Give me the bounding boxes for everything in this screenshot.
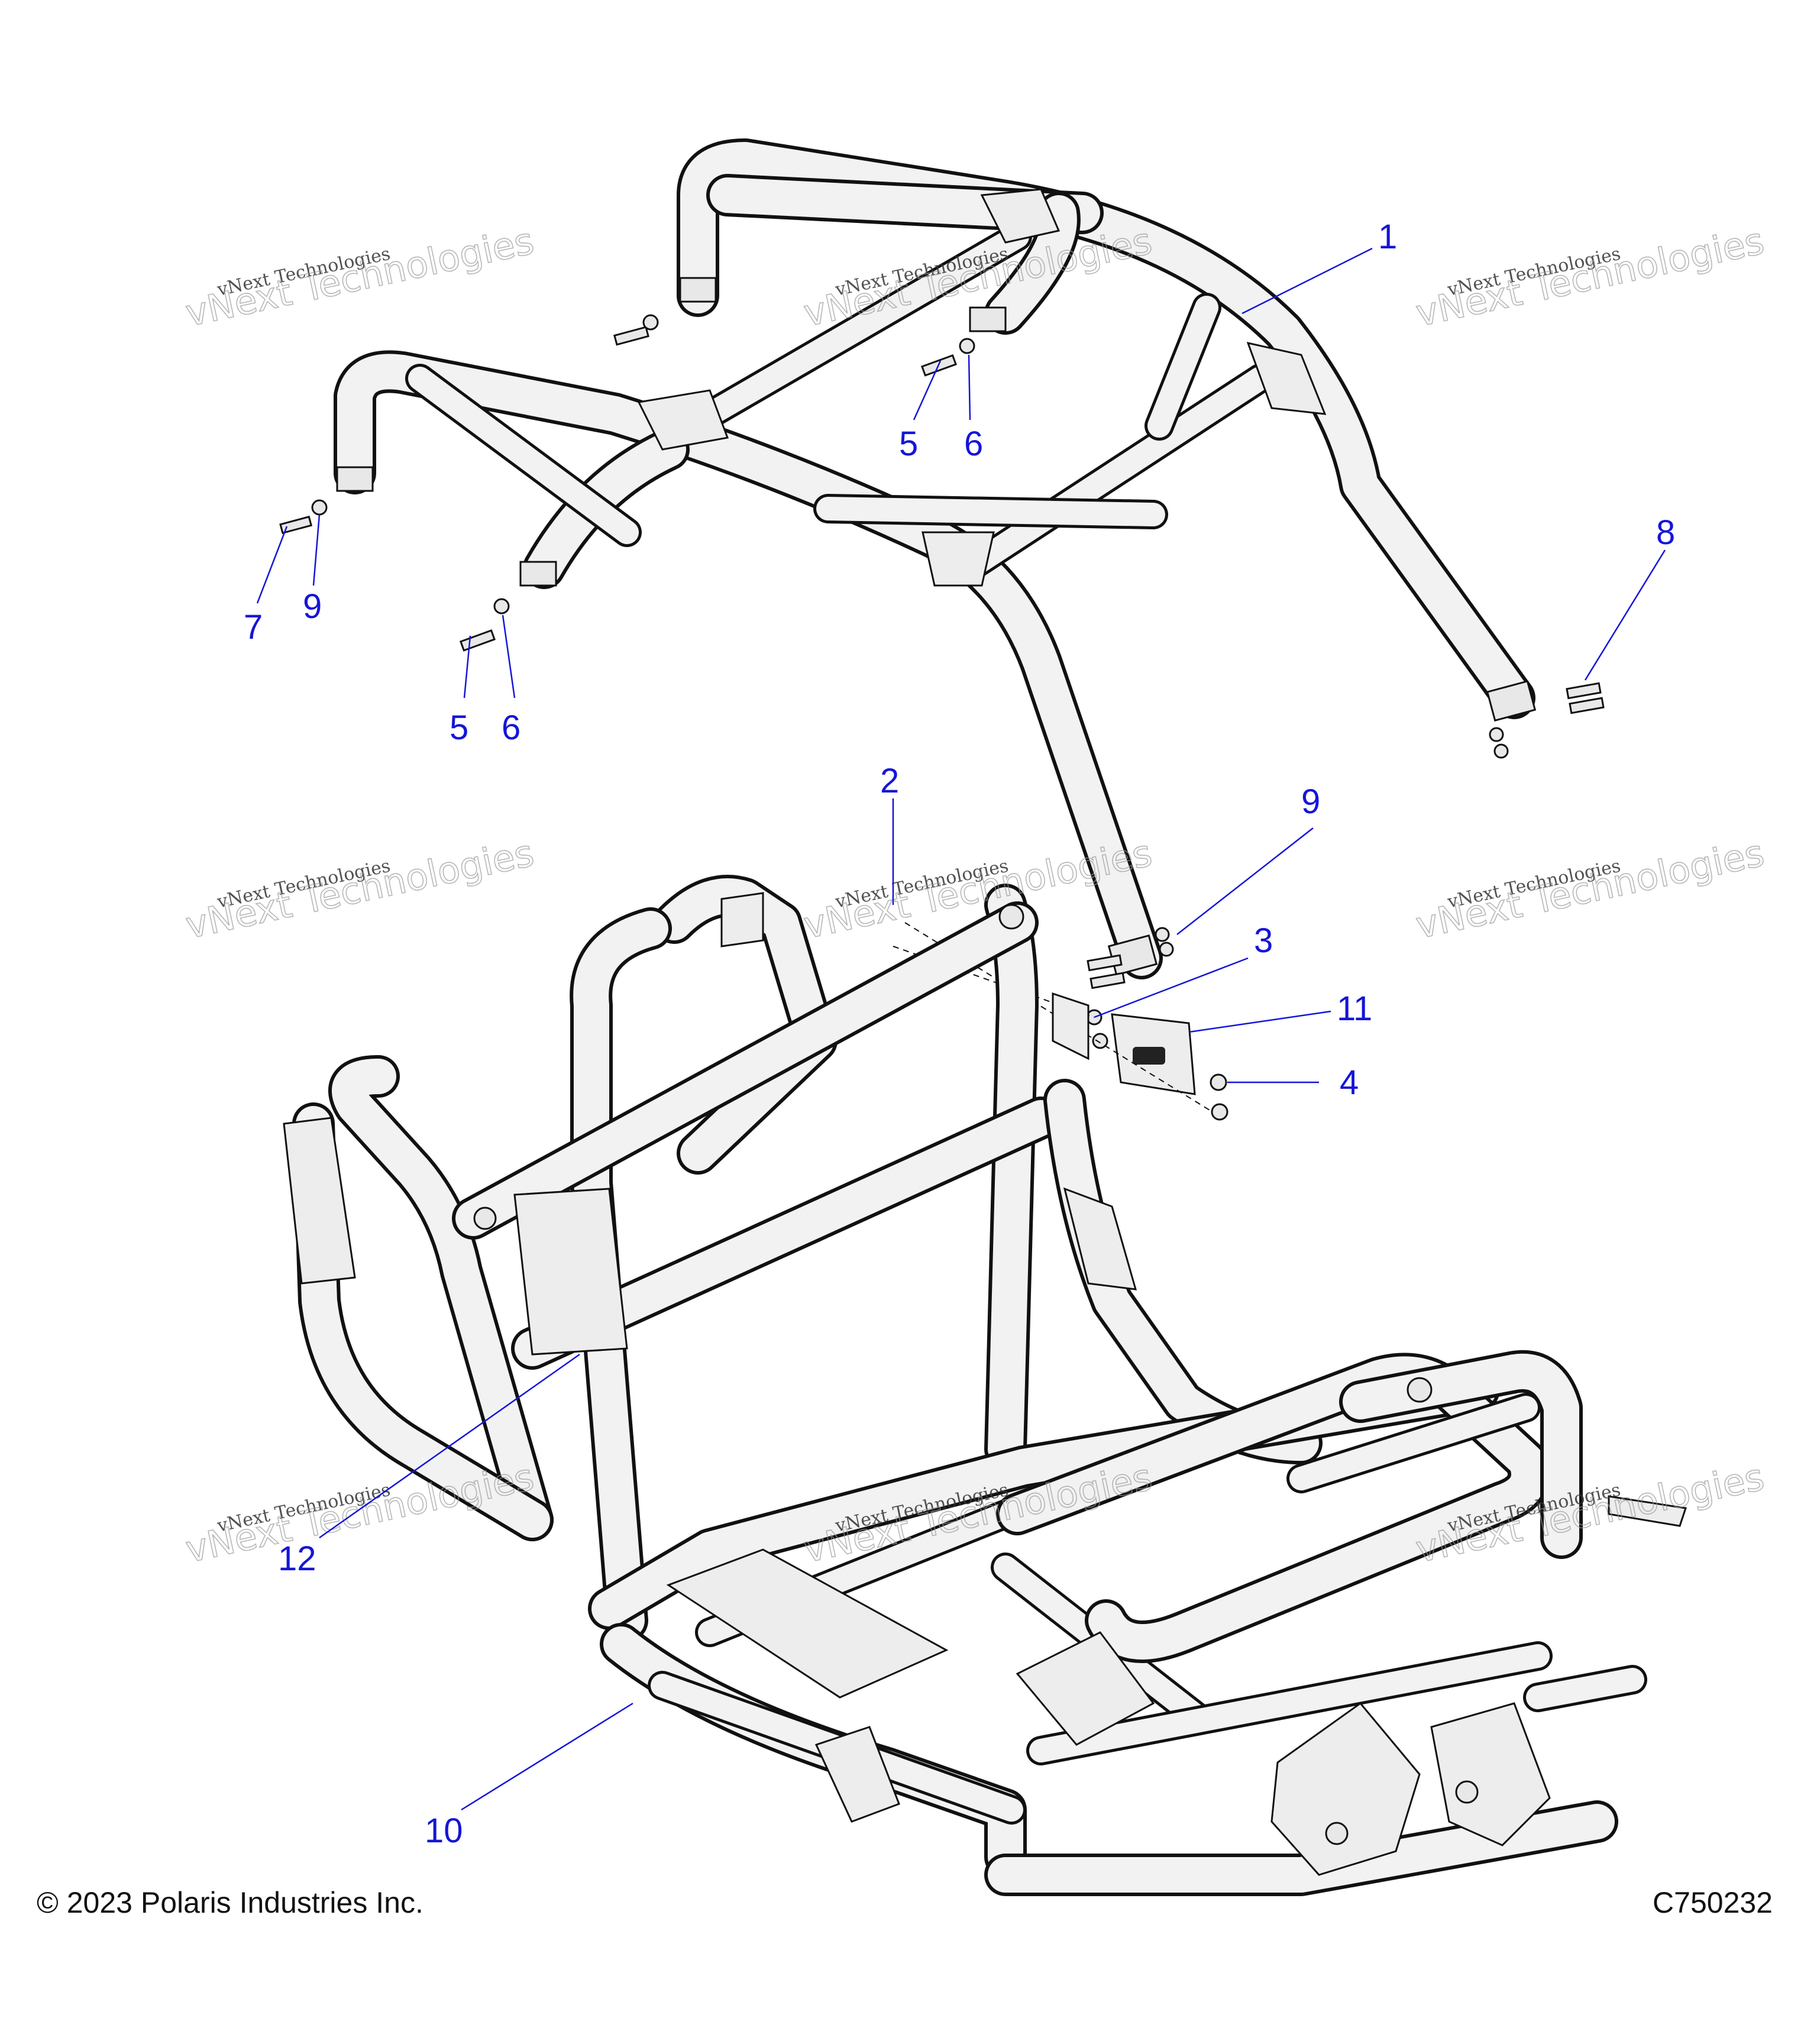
roll-cage-assembly [334, 138, 1537, 979]
frame-plug [998, 904, 1024, 930]
callout-labels: 1 2 3 4 5 6 5 6 7 8 9 9 10 11 12 [244, 218, 1675, 1850]
floor-plate [666, 1548, 949, 1699]
nut-icon [1210, 1073, 1227, 1091]
gusset-plate [922, 531, 995, 587]
drawing-number: C750232 [1653, 1886, 1773, 1919]
callout-leaders [256, 247, 1666, 1811]
callout-7: 7 [244, 608, 263, 646]
pivot-bolt [1455, 1780, 1479, 1804]
rear-suspension-mount [1270, 1702, 1421, 1876]
cage-foot-mount [336, 466, 374, 492]
main-frame-assembly [283, 875, 1687, 1896]
cage-foot-mount [519, 561, 557, 587]
bolt-icon [1089, 972, 1126, 989]
mount-tab [283, 1117, 356, 1285]
nut-icon [1159, 942, 1174, 957]
bolt-icon [459, 629, 496, 652]
bolt-icon [279, 515, 313, 535]
callout-1: 1 [1378, 218, 1397, 256]
frame-plug [473, 1207, 497, 1230]
callout-5-lower: 5 [450, 709, 468, 747]
cage-foot-mount [679, 277, 717, 303]
copyright-notice: © 2023 Polaris Industries Inc. [37, 1886, 423, 1919]
callout-9-left: 9 [303, 587, 322, 626]
bolt-icon [1087, 954, 1123, 972]
callout-11: 11 [1337, 989, 1372, 1028]
floor-plate [1016, 1631, 1155, 1746]
nut-icon [493, 598, 510, 615]
gusset-plate [637, 389, 729, 451]
frame-plug [1407, 1377, 1433, 1403]
cage-foot-mount [969, 306, 1007, 332]
bolt-icon [1566, 682, 1602, 700]
mount-tab [720, 892, 764, 947]
mount-bracket [893, 922, 1228, 1121]
mount-tab [513, 1188, 628, 1356]
bolt-icon [613, 326, 649, 346]
nut-icon [1211, 1103, 1228, 1121]
nut-icon [311, 499, 328, 516]
rear-suspension-mount [1430, 1702, 1551, 1846]
callout-9-right: 9 [1301, 782, 1320, 821]
pivot-bolt [1325, 1822, 1349, 1845]
callout-4: 4 [1340, 1063, 1359, 1102]
mount-tab [1608, 1495, 1687, 1527]
callout-6-upper: 6 [964, 425, 983, 463]
mount-tab [1063, 1187, 1137, 1291]
nut-icon [1092, 1033, 1108, 1049]
nut-icon [959, 338, 975, 354]
side-gusset [814, 1726, 900, 1823]
callout-5-upper: 5 [899, 425, 918, 463]
nut-icon [1489, 727, 1504, 742]
mount-tab [1052, 992, 1089, 1060]
nut-icon [1155, 927, 1170, 942]
nut-icon [1493, 743, 1509, 759]
cage-foot-mount [1486, 680, 1537, 722]
nut-icon [642, 314, 659, 331]
callout-12: 12 [278, 1540, 316, 1578]
callout-10: 10 [425, 1812, 463, 1850]
gusset-plate [980, 188, 1061, 244]
bolt-icon [1569, 697, 1605, 714]
callout-3: 3 [1254, 921, 1273, 960]
callout-8: 8 [1656, 513, 1675, 552]
gusset-plate [1246, 341, 1327, 415]
callout-6-lower: 6 [502, 709, 520, 747]
callout-2: 2 [880, 762, 899, 800]
